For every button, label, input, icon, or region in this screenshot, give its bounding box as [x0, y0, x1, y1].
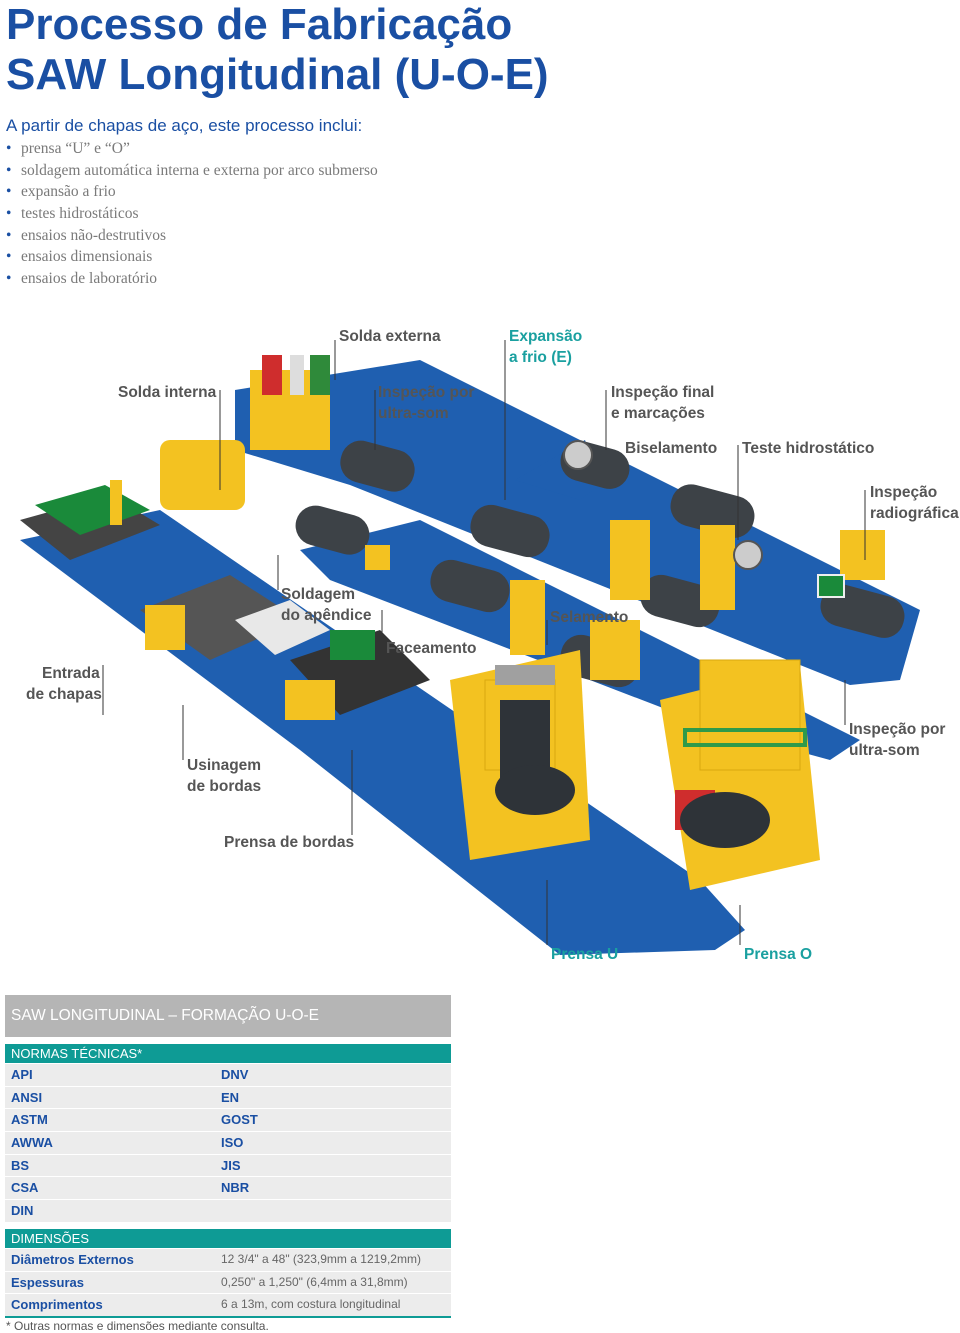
label-prensa-u: Prensa U: [551, 946, 619, 963]
list-item: •ensaios dimensionais: [6, 248, 153, 266]
outer-weld-tank-white: [290, 355, 304, 395]
label-expansao-2: a frio (E): [509, 349, 572, 366]
milling-machine: [145, 605, 185, 650]
title-line-1: Processo de Fabricação: [6, 0, 513, 49]
leader-lines: [102, 340, 866, 945]
edge-press: [330, 630, 375, 660]
inner-weld-machine: [160, 440, 245, 510]
label-entrada-2: de chapas: [26, 686, 102, 703]
label-prensa-o: Prensa O: [744, 946, 813, 963]
specs-table: SAW LONGITUDINAL – FORMAÇÃO U-O-E NORMAS…: [5, 995, 451, 1318]
page-title: Processo de Fabricação SAW Longitudinal …: [6, 0, 549, 100]
conveyor-upper: [235, 360, 920, 685]
list-item: •soldagem automática interna e externa p…: [6, 161, 378, 179]
normas-header: NORMAS TÉCNICAS*: [5, 1044, 451, 1063]
label-radiografica-2: radiográfica: [870, 505, 959, 522]
process-list: •prensa “U” e “O” •soldagem automática i…: [6, 138, 378, 290]
milling-bed: [140, 575, 300, 660]
o-press: [660, 659, 820, 890]
intro-text: A partir de chapas de aço, este processo…: [6, 116, 363, 135]
edge-plate: [235, 600, 330, 655]
label-expansao-1: Expansão: [509, 328, 583, 345]
label-inspecao-us-1: Inspeção por: [378, 384, 475, 401]
label-entrada-1: Entrada: [42, 665, 100, 682]
table-title: SAW LONGITUDINAL – FORMAÇÃO U-O-E: [5, 995, 451, 1037]
label-prensa-bordas: Prensa de bordas: [224, 834, 355, 851]
radiography-monitor: [817, 574, 845, 598]
outer-weld-tank-green: [310, 355, 330, 395]
label-radiografica-1: Inspeção: [870, 484, 938, 501]
label-teste-hidrostatico: Teste hidrostático: [742, 440, 875, 457]
table-row: DIN: [5, 1199, 451, 1222]
label-selamento: Selamento: [550, 609, 629, 626]
dimensoes-header: DIMENSÕES: [5, 1228, 451, 1248]
label-inspecao-us2-1: Inspeção por: [849, 721, 946, 738]
edge-press-frame: [285, 680, 335, 720]
label-usinagem-1: Usinagem: [187, 757, 262, 774]
label-soldagem-apendice-1: Soldagem: [281, 586, 356, 603]
entry-frame: [110, 480, 122, 525]
factory-illustration: [20, 340, 920, 955]
label-inspecao-us2-2: ultra-som: [849, 742, 920, 759]
table-bottom-rule: [5, 1315, 451, 1318]
stations: [365, 520, 885, 680]
pressure-gauge-2: [733, 540, 763, 570]
label-inspecao-final-1: Inspeção final: [611, 384, 715, 401]
label-soldagem-apendice-2: do apêndice: [281, 607, 372, 624]
title-line-2: SAW Longitudinal (U-O-E): [6, 50, 549, 99]
list-item: •ensaios de laboratório: [6, 270, 158, 288]
footnote: * Outras normas e dimensões mediante con…: [6, 1319, 269, 1333]
label-biselamento: Biselamento: [625, 440, 718, 457]
label-solda-interna: Solda interna: [118, 384, 217, 401]
list-item: •prensa “U” e “O”: [6, 140, 130, 157]
list-item: •ensaios não-destrutivos: [6, 226, 167, 244]
label-inspecao-final-2: e marcações: [611, 405, 705, 422]
process-diagram: Solda externa Expansão a frio (E) Solda …: [0, 320, 960, 970]
label-faceamento: Faceamento: [386, 640, 477, 657]
label-inspecao-us-2: ultra-som: [378, 405, 449, 422]
outer-weld-tank-red: [262, 355, 282, 395]
label-solda-externa: Solda externa: [339, 328, 441, 345]
label-usinagem-2: de bordas: [187, 778, 262, 795]
pressure-gauge: [563, 440, 593, 470]
u-press: [450, 650, 590, 860]
list-item: •expansão a frio: [6, 183, 116, 201]
list-item: •testes hidrostáticos: [6, 205, 139, 223]
